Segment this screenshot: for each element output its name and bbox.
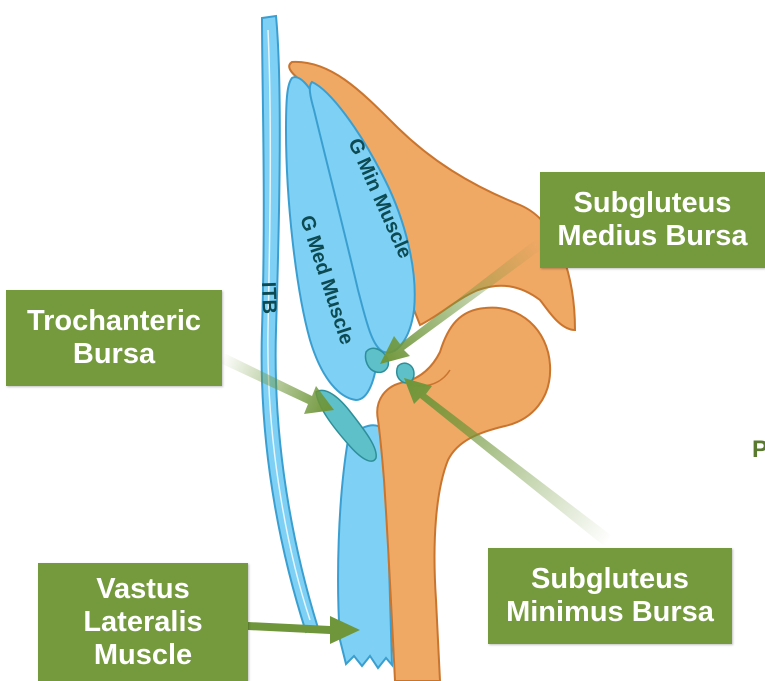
vastus-lateralis-muscle-label: Vastus Lateralis Muscle [38, 563, 248, 681]
subgluteus-minimus-label-line-1: Subgluteus [531, 563, 689, 596]
subgluteus-medius-label-line-1: Subgluteus [574, 187, 732, 220]
subgluteus-minimus-label-line-2: Minimus Bursa [506, 596, 714, 629]
subgluteus-medius-label-line-2: Medius Bursa [557, 220, 747, 253]
vastus-lateralis-label-line-3: Muscle [94, 639, 192, 672]
trochanteric-label-line-2: Bursa [73, 338, 155, 371]
cut-off-text: P [752, 436, 765, 464]
vastus-lateralis-label-line-1: Vastus [96, 573, 190, 606]
trochanteric-label-line-1: Trochanteric [27, 305, 201, 338]
subgluteus-minimus-bursa-label: Subgluteus Minimus Bursa [488, 548, 732, 644]
subgluteus-medius-bursa-label: Subgluteus Medius Bursa [540, 172, 765, 268]
trochanteric-bursa-label: Trochanteric Bursa [6, 290, 222, 386]
itb-text: ITB [257, 281, 280, 314]
vastus-lateralis-label-line-2: Lateralis [83, 606, 202, 639]
